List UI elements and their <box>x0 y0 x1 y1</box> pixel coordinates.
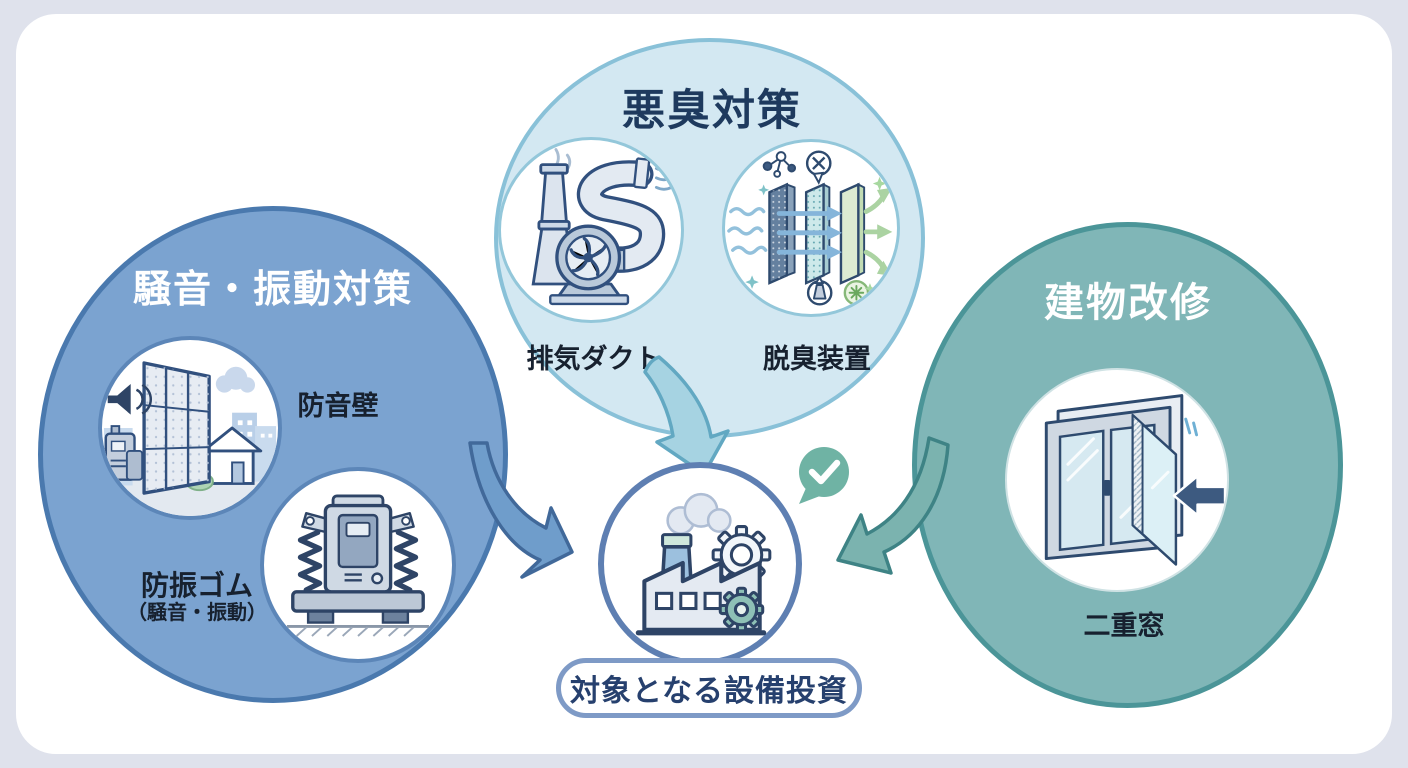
odor-title: 悪臭対策 <box>622 87 802 135</box>
anti-vibration-rubber-label-sub: （騒音・振動） <box>127 602 267 625</box>
soundproof-wall-icon <box>102 361 278 516</box>
sparkle-icons <box>745 176 887 294</box>
soundproof-wall-item <box>98 336 282 520</box>
deodorizer-item <box>722 139 900 317</box>
anti-vibration-rubber-label-main: 防振ゴム <box>140 570 253 601</box>
no-odor-bubble-icon <box>805 150 832 185</box>
barrier-wall <box>142 361 211 495</box>
molecule-icon <box>762 151 797 178</box>
anti-vibration-rubber-icon <box>287 494 429 637</box>
added-inner-pane <box>1131 412 1178 566</box>
flask-bubble-icon <box>806 275 833 306</box>
anti-vibration-rubber-item <box>260 467 456 663</box>
double-window-icon <box>1044 394 1227 566</box>
center-investment-pill: 対象となる設備投資 <box>556 658 862 718</box>
double-window-label: 二重窓 <box>1083 611 1165 641</box>
machinery-icon <box>104 425 144 481</box>
filter-panels <box>768 182 866 285</box>
deodorizer-label: 脱臭装置 <box>763 344 871 374</box>
fan-housing <box>549 224 630 306</box>
factory-icon <box>635 492 772 636</box>
gear-bottom <box>718 586 765 633</box>
center-investment-circle <box>598 462 802 666</box>
soundproof-wall-label: 防音壁 <box>297 391 379 421</box>
exhaust-duct-icon <box>531 148 673 306</box>
check-bubble-icon <box>794 444 852 513</box>
exhaust-duct-label: 排気ダクト <box>526 344 662 374</box>
duct-tube <box>576 157 666 273</box>
double-window-item <box>1005 368 1229 592</box>
center-investment-label: 対象となる設備投資 <box>569 675 849 708</box>
smoke <box>666 492 732 535</box>
noise-vibration-title: 騒音・振動対策 <box>132 269 414 311</box>
anti-vibration-rubber-label: 防振ゴム （騒音・振動） <box>127 570 267 625</box>
insert-arrow-icon <box>1172 474 1227 517</box>
deodorizer-icon <box>727 150 893 306</box>
exhaust-duct-item <box>498 137 684 323</box>
building-renovation-title: 建物改修 <box>1044 281 1212 325</box>
cloud-icon <box>215 366 256 393</box>
speaker-icon <box>107 383 152 415</box>
